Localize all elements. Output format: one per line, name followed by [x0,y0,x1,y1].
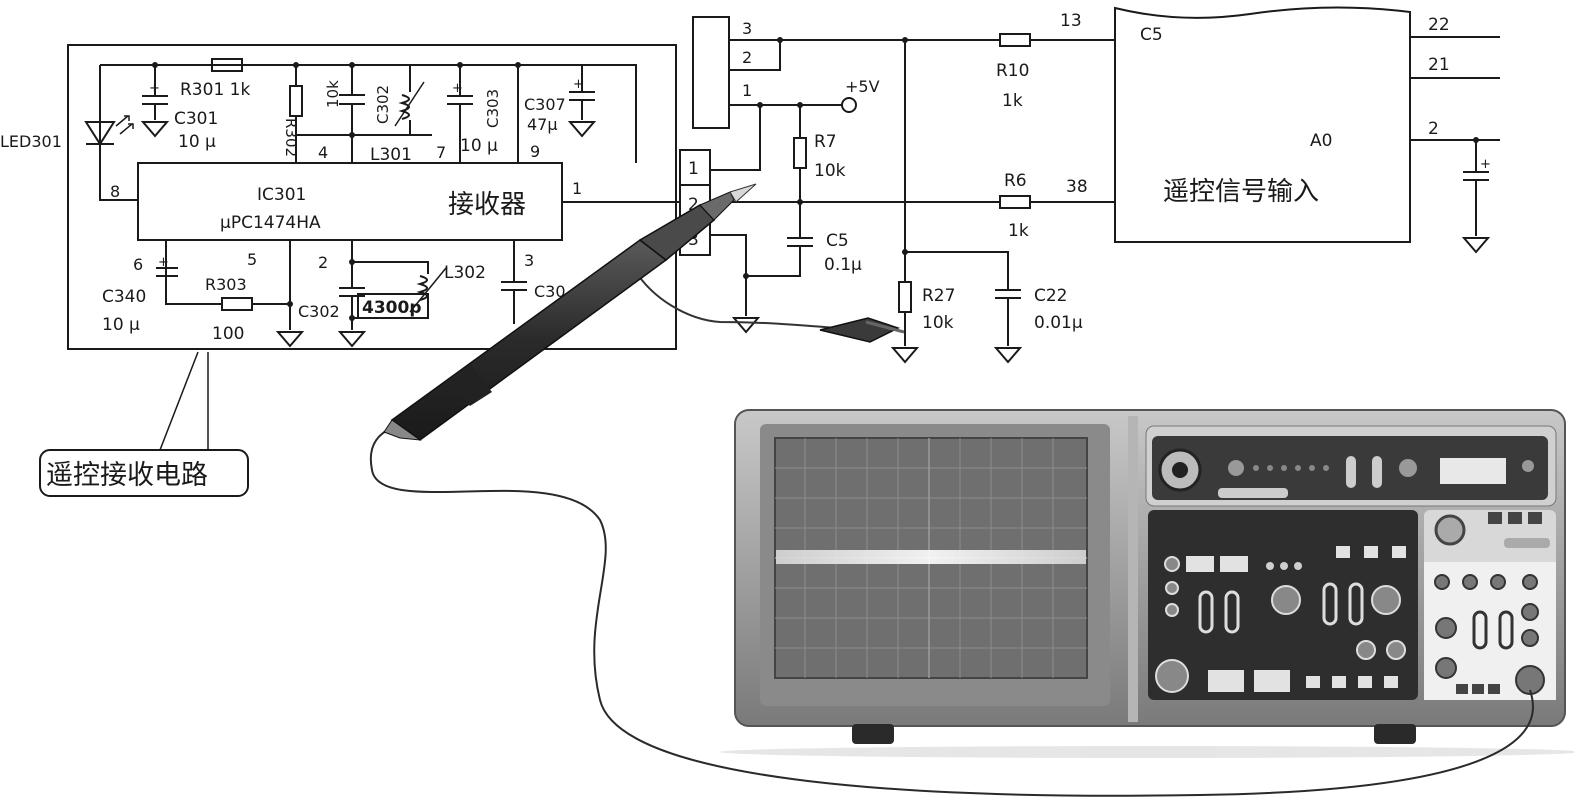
connector-top-pin-1: 1 [742,81,752,100]
ground-icon [337,331,367,348]
c307-label: C307 [524,95,566,114]
c302-bottom-label: C302 [298,302,340,321]
pin5-label: 5 [247,250,257,269]
mcu-function: 遥控信号输入 [1163,177,1319,207]
c301-label: C301 [174,109,218,129]
connector-top-pin-3: 3 [742,19,752,38]
led301-label: LED301 [0,132,62,151]
out-pin-21: 21 [1428,55,1450,75]
ground-icon [140,121,170,138]
pin2-ic-label: 2 [318,253,328,272]
pin38-label: 38 [1066,177,1088,197]
svg-text:+: + [573,77,584,92]
mcu-block [1114,6,1411,243]
ground-icon [890,347,920,364]
c340-value: 10 μ [102,315,140,335]
r303-label: R303 [205,275,247,294]
connector-pin-3: 3 [688,230,699,250]
pin3-ic-label: 3 [524,251,534,270]
r6-value: 1k [1008,221,1029,241]
out-pin-2: 2 [1428,119,1439,139]
pin9-label: 9 [530,142,540,161]
svg-text:+: + [1480,157,1491,172]
l302-label: L302 [444,263,486,283]
pin1-ic-label: 1 [572,179,582,198]
c340-label: C340 [102,287,146,307]
connector-pin-2: 2 [688,195,699,215]
ground-icon [731,317,761,334]
c307-value: 47μ [527,115,558,134]
pin4-label: 4 [318,143,328,162]
r7-value: 10k [814,161,846,181]
vcc-label: +5V [845,77,880,96]
svg-text:+: + [149,81,160,96]
out-pin-22: 22 [1428,15,1450,35]
r302-value: 10k [324,80,342,108]
r10-label: R10 [996,61,1029,81]
r302-label: R302 [282,118,300,157]
svg-text:+: + [158,255,169,270]
callout: 遥控接收电路 [39,351,249,497]
r10-value: 1k [1002,91,1023,111]
ground-icon [1461,237,1491,254]
pin7-label: 7 [436,143,446,162]
probe-icon [369,183,1534,797]
vcc-terminal-icon [841,97,857,113]
mcu-pin-a0: A0 [1310,131,1332,151]
ic301-function: 接收器 [448,190,526,220]
c5-value: 0.1μ [824,255,862,275]
c22-label: C22 [1034,286,1068,306]
c30x-label: C30 [534,282,566,301]
ground-icon [567,121,597,138]
svg-text:+: + [452,81,463,96]
connector-top-pin-2: 2 [742,48,752,67]
r303-value: 100 [212,324,244,344]
r6-label: R6 [1004,171,1027,191]
connector-pin-1: 1 [688,159,699,179]
c301-value: 10 μ [178,132,216,152]
c302-top-label: C302 [374,85,392,124]
receiver-module: IC301 μPC1474HA 接收器 LED301 8 + C301 10 μ… [0,44,680,350]
oscilloscope-icon [720,409,1574,758]
ground-icon [993,347,1023,364]
c303-label: C303 [484,89,502,128]
r301-label: R301 1k [180,80,250,100]
pin6-label: 6 [133,255,143,274]
ground-icon [275,331,305,348]
scope-trace [776,550,1086,564]
pin8-label: 8 [110,182,120,201]
c22-value: 0.01μ [1034,313,1083,333]
pin13-label: 13 [1060,11,1082,31]
c5-label: C5 [826,231,849,251]
c302-bottom-value: 4300p [362,298,421,318]
r7-label: R7 [814,132,837,152]
callout-label: 遥控接收电路 [46,460,208,491]
mcu-name: C5 [1140,25,1163,45]
c303-value: 10 μ [460,136,498,156]
external-circuit: R10 1k 13 +5V R7 10k R6 1k 38 C5 0.1μ R2… [710,6,1500,364]
r27-value: 10k [922,313,954,333]
l301-label: L301 [370,145,412,165]
ic301-part: μPC1474HA [220,213,321,233]
r27-label: R27 [922,286,955,306]
callout-box [39,449,249,497]
ic301-name: IC301 [257,185,306,205]
led301 [84,115,134,146]
